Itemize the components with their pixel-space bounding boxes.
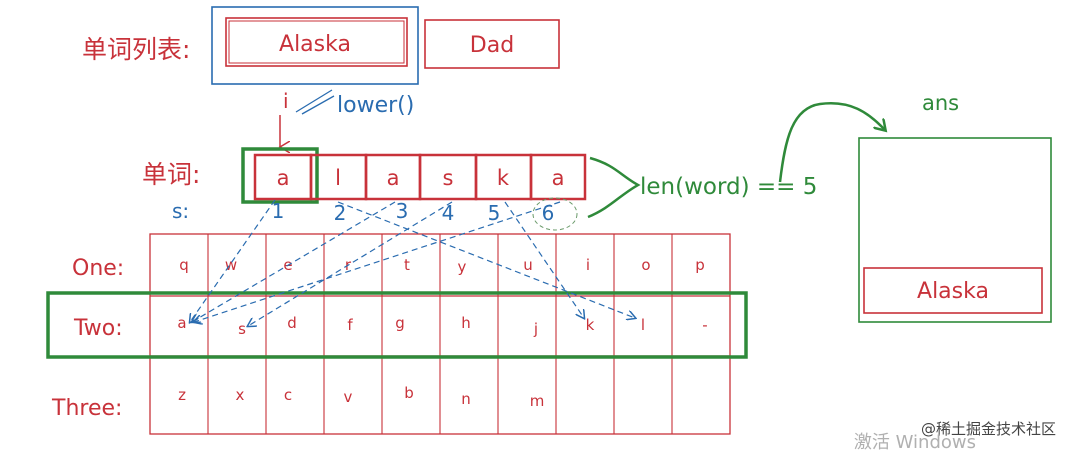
row-label-3: Three:: [51, 396, 122, 421]
keyboard: One: Two: Three: q w e r t y u i o p a s…: [46, 233, 748, 435]
word-list-highlight-frame: [211, 6, 419, 85]
key-p: p: [695, 256, 705, 274]
current-letter-highlight: [241, 147, 319, 204]
mapping-arrows: [190, 199, 635, 326]
s-label: s:: [172, 199, 189, 223]
keyboard-columns: [207, 234, 673, 434]
len-label: len(word) == 5: [640, 174, 817, 200]
word-row: 单词: a l a s k a len(word) == 5: [142, 147, 817, 219]
row-keys-2: a s d f g h j k l -: [177, 314, 707, 338]
len-brace: [587, 156, 641, 219]
letter-cell-4: s: [443, 166, 454, 190]
word-box-dad-frame: [424, 19, 560, 69]
letter-cell-6: a: [552, 166, 565, 190]
key-d: d: [287, 314, 297, 332]
word-box-alaska-frame-inner: [228, 20, 405, 64]
s-value-3: 3: [396, 199, 409, 223]
s-value-6: 6: [542, 201, 555, 225]
ans-item-frame: [863, 267, 1043, 314]
key-w: w: [225, 256, 237, 274]
word-box-alaska-frame: [225, 17, 408, 67]
key-t: t: [404, 256, 410, 274]
s-value-6-circle: [532, 197, 578, 231]
letter-cell-5: k: [497, 166, 510, 190]
key-s: s: [238, 320, 246, 338]
s-value-4: 4: [442, 201, 455, 225]
key-g: g: [395, 314, 405, 332]
row-two-highlight: [46, 291, 748, 359]
letter-cell-3: a: [387, 166, 400, 190]
mapping-arrow-a1: [190, 199, 276, 322]
answer-panel: ans Alaska: [778, 91, 1052, 323]
s-value-1: 1: [272, 199, 285, 223]
word-list: 单词列表: Alaska Dad: [82, 6, 560, 85]
mapping-arrow-l: [337, 201, 635, 318]
key-b: b: [404, 384, 414, 402]
key-y: y: [458, 258, 467, 276]
index-pointer: i lower(): [280, 89, 414, 147]
word-item-1: Alaska: [279, 32, 351, 57]
lower-label: lower(): [337, 93, 414, 118]
key-dash: -: [702, 316, 707, 334]
letter-cell-2: l: [335, 166, 341, 190]
key-k: k: [586, 316, 595, 334]
key-n: n: [461, 390, 471, 408]
s-value-2: 2: [334, 201, 347, 225]
watermark: @稀土掘金技术社区 激活 Windows: [854, 420, 1056, 453]
word-row-label: 单词:: [142, 160, 200, 189]
key-a: a: [177, 314, 186, 332]
word-list-label: 单词列表:: [82, 35, 190, 64]
ans-label: ans: [922, 91, 959, 115]
letter-cell-frame-6: [529, 153, 587, 201]
key-q: q: [179, 256, 189, 274]
key-i: i: [586, 256, 590, 274]
site-watermark: @稀土掘金技术社区: [921, 420, 1056, 438]
mapping-arrow-k: [504, 201, 584, 318]
s-value-5: 5: [488, 201, 501, 225]
key-j: j: [533, 320, 538, 338]
row-keys-3: z x c v b n m: [178, 384, 544, 410]
row-label-2: Two:: [73, 316, 123, 341]
key-x: x: [236, 386, 245, 404]
ans-item-1: Alaska: [917, 279, 989, 304]
key-l: l: [641, 316, 645, 334]
key-u: u: [523, 256, 533, 274]
mapping-arrow-a3: [194, 201, 561, 322]
letter-cell-1: a: [277, 166, 290, 190]
key-m: m: [530, 392, 545, 410]
key-c: c: [284, 386, 292, 404]
word-item-2: Dad: [470, 33, 514, 58]
lower-connector: [295, 89, 335, 115]
ans-frame: [858, 137, 1052, 323]
activate-windows-watermark: 激活 Windows: [854, 432, 976, 453]
key-f: f: [347, 316, 353, 334]
row-label-1: One:: [72, 256, 124, 281]
ans-arrow: [778, 101, 885, 183]
row-keys-1: q w e r t y u i o p: [179, 256, 705, 276]
key-o: o: [641, 256, 650, 274]
index-label: i: [283, 89, 289, 113]
key-z: z: [178, 386, 186, 404]
mapping-arrow-a2: [192, 201, 396, 322]
key-v: v: [344, 388, 353, 406]
key-h: h: [461, 314, 471, 332]
